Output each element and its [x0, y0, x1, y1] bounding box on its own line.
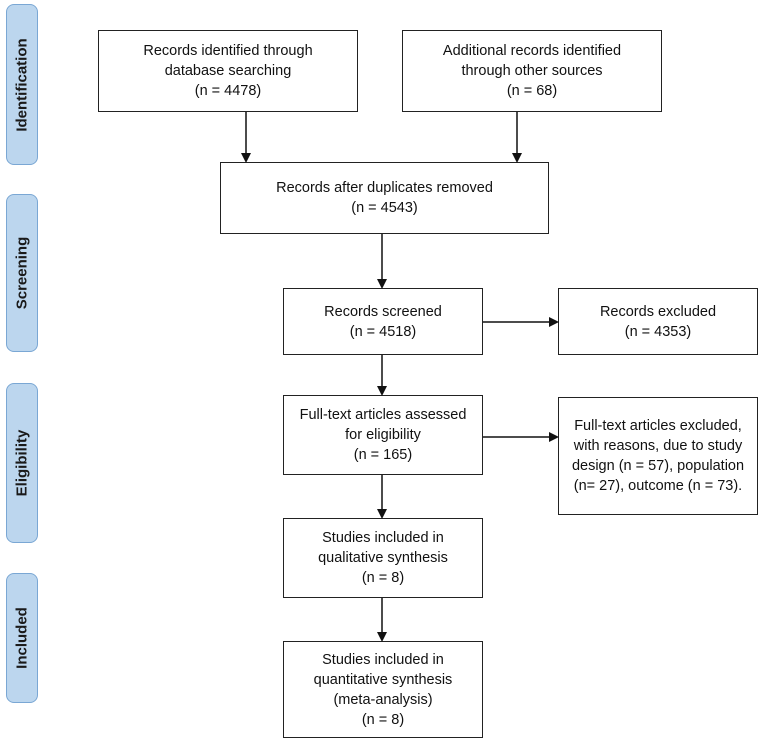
quantitative-line1: Studies included in: [322, 651, 444, 668]
box-after-duplicates: Records after duplicates removed (n = 45…: [220, 162, 549, 234]
fulltext-assessed-line1: Full-text articles assessed: [299, 407, 467, 423]
box-records-screened: Records screened (n = 4518): [283, 288, 483, 355]
phase-label-eligibility: Eligibility: [13, 429, 31, 497]
phase-label-screening: Screening: [13, 236, 31, 310]
other-records-count: (n = 68): [506, 83, 558, 99]
box-fulltext-assessed: Full-text articles assessed for eligibil…: [283, 395, 483, 475]
phase-identification: Identification: [6, 4, 38, 165]
quantitative-line3: (meta-analysis): [333, 691, 433, 708]
quantitative-count: (n = 8): [361, 711, 405, 728]
phase-included: Included: [6, 573, 38, 703]
other-records-line2: through other sources: [461, 63, 603, 79]
other-records-line1: Additional records identified: [442, 43, 622, 59]
database-records-count: (n = 4478): [194, 83, 262, 99]
box-qualitative-synthesis: Studies included in qualitative synthesi…: [283, 518, 483, 598]
phase-eligibility: Eligibility: [6, 383, 38, 543]
screened-count: (n = 4518): [349, 323, 417, 340]
fulltext-assessed-count: (n = 165): [353, 447, 413, 463]
phase-label-included: Included: [13, 607, 31, 669]
box-database-records: Records identified through database sear…: [98, 30, 358, 112]
box-records-excluded: Records excluded (n = 4353): [558, 288, 758, 355]
qualitative-line1: Studies included in: [322, 530, 444, 546]
fulltext-excluded-line1: Full-text articles excluded,: [574, 418, 742, 434]
qualitative-line2: qualitative synthesis: [318, 550, 448, 566]
database-records-line2: database searching: [164, 63, 292, 79]
phase-label-identification: Identification: [13, 37, 31, 132]
box-fulltext-excluded: Full-text articles excluded, with reason…: [558, 397, 758, 515]
fulltext-excluded-line4: (n= 27), outcome (n = 73).: [573, 478, 743, 494]
after-duplicates-line1: Records after duplicates removed: [276, 180, 493, 196]
fulltext-excluded-line3: design (n = 57), population: [571, 458, 745, 474]
box-other-records: Additional records identified through ot…: [402, 30, 662, 112]
quantitative-line2: quantitative synthesis: [313, 671, 453, 688]
box-quantitative-synthesis: Studies included in quantitative synthes…: [283, 641, 483, 738]
screened-line1: Records screened: [324, 303, 442, 320]
database-records-line1: Records identified through: [143, 43, 313, 59]
excluded-count: (n = 4353): [624, 323, 692, 340]
fulltext-assessed-line2: for eligibility: [345, 427, 421, 443]
fulltext-excluded-line2: with reasons, due to study: [573, 438, 743, 454]
excluded-line1: Records excluded: [599, 303, 717, 320]
after-duplicates-count: (n = 4543): [351, 200, 418, 216]
qualitative-count: (n = 8): [361, 570, 405, 586]
phase-screening: Screening: [6, 194, 38, 352]
